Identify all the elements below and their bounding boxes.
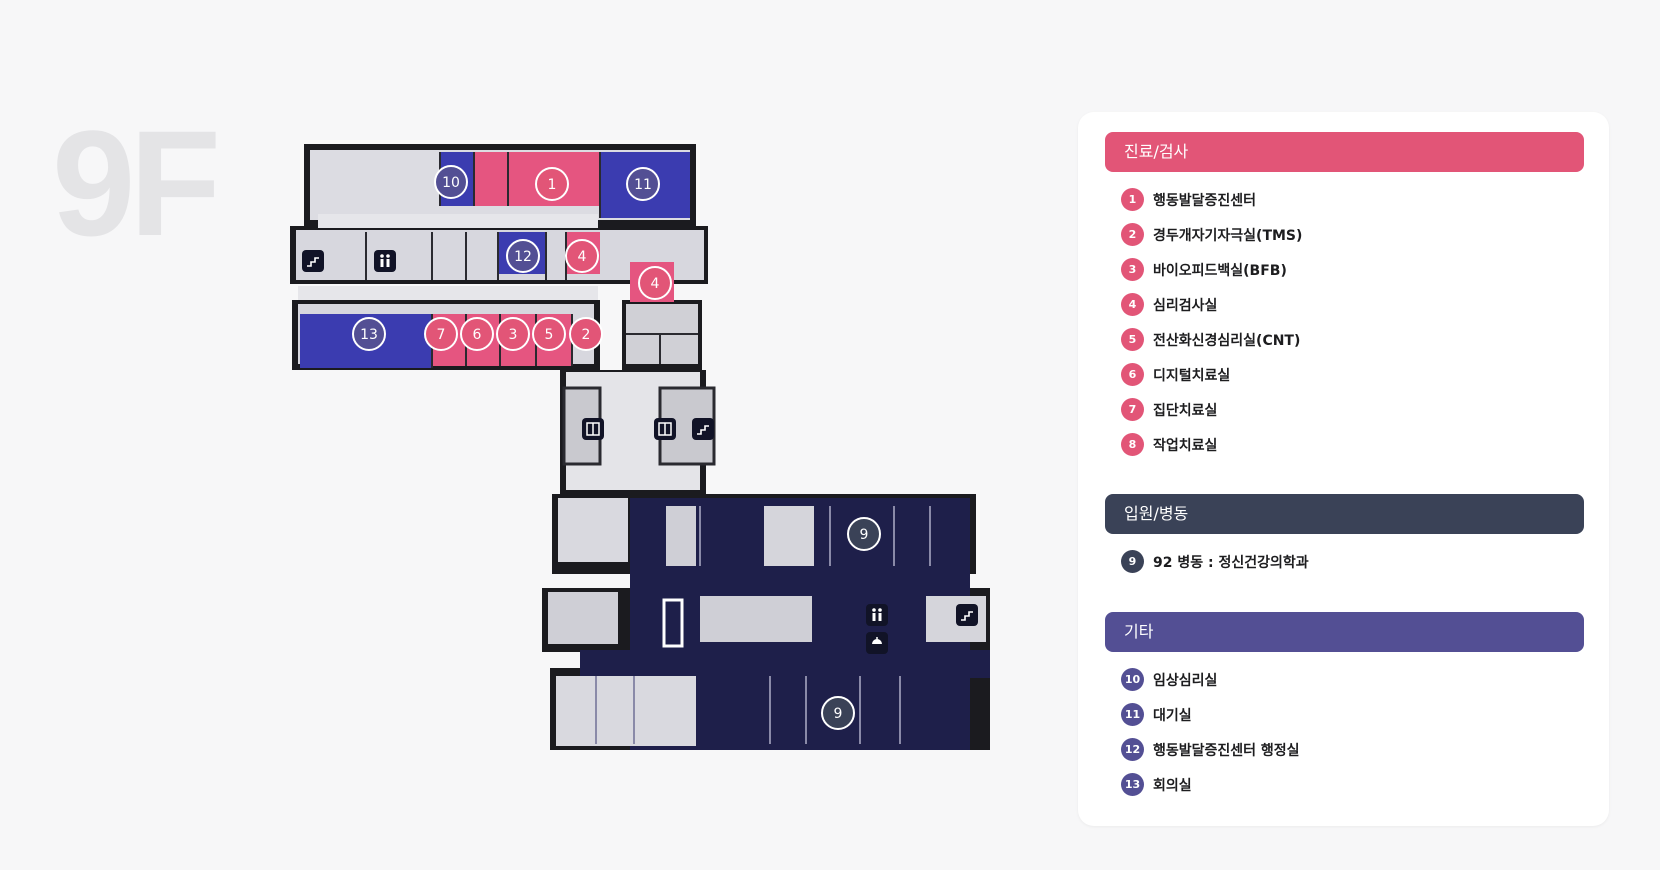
marker-13: 13 <box>352 317 386 351</box>
svg-text:11: 11 <box>634 177 652 193</box>
legend-badge: 9 <box>1121 550 1144 573</box>
legend-label: 경두개자기자극실(TMS) <box>1153 227 1303 244</box>
legend-section-inpatient: 입원/병동 9 92 병동 : 정신건강의학과 <box>1105 494 1584 579</box>
legend-item-4[interactable]: 4 심리검사실 <box>1105 287 1584 322</box>
legend-label: 회의실 <box>1153 777 1192 794</box>
legend-badge: 8 <box>1121 433 1144 456</box>
legend-badge: 2 <box>1121 223 1144 246</box>
legend-item-11[interactable]: 11 대기실 <box>1105 697 1584 732</box>
floor-label: 9F <box>52 99 221 267</box>
svg-text:5: 5 <box>545 327 554 343</box>
restroom-icon <box>374 250 396 272</box>
marker-9: 9 <box>847 517 881 551</box>
svg-text:10: 10 <box>442 175 460 191</box>
marker-11: 11 <box>626 167 660 201</box>
legend-badge: 5 <box>1121 328 1144 351</box>
marker-7: 7 <box>424 317 458 351</box>
floor-map[interactable]: 10 1 11 12 4 4 13 7 6 3 5 2 9 9 <box>0 0 1000 870</box>
legend-item-1[interactable]: 1 행동발달증진센터 <box>1105 182 1584 217</box>
restroom-icon <box>866 604 888 626</box>
legend-item-2[interactable]: 2 경두개자기자극실(TMS) <box>1105 217 1584 252</box>
legend-label: 디지털치료실 <box>1153 367 1231 384</box>
svg-text:6: 6 <box>473 327 482 343</box>
legend-item-6[interactable]: 6 디지털치료실 <box>1105 357 1584 392</box>
legend-item-13[interactable]: 13 회의실 <box>1105 767 1584 802</box>
section-header-clinic[interactable]: 진료/검사 <box>1105 132 1584 172</box>
legend-label: 행동발달증진센터 행정실 <box>1153 742 1300 759</box>
marker-4: 4 <box>565 239 599 273</box>
stairs-icon <box>956 604 978 626</box>
legend-label: 전산화신경심리실(CNT) <box>1153 332 1301 349</box>
legend-label: 대기실 <box>1153 707 1192 724</box>
marker-2: 2 <box>569 317 603 351</box>
legend-section-other: 기타 10 임상심리실 11 대기실 12 행동발달증진센터 행정실 13 회의실 <box>1105 612 1584 802</box>
svg-text:2: 2 <box>582 327 591 343</box>
legend-label: 행동발달증진센터 <box>1153 192 1257 209</box>
legend-item-3[interactable]: 3 바이오피드백실(BFB) <box>1105 252 1584 287</box>
legend-item-10[interactable]: 10 임상심리실 <box>1105 662 1584 697</box>
marker-3: 3 <box>496 317 530 351</box>
svg-text:4: 4 <box>651 276 660 292</box>
legend-badge: 6 <box>1121 363 1144 386</box>
legend-label: 바이오피드백실(BFB) <box>1153 262 1287 279</box>
section-header-inpatient[interactable]: 입원/병동 <box>1105 494 1584 534</box>
legend-item-12[interactable]: 12 행동발달증진센터 행정실 <box>1105 732 1584 767</box>
svg-text:9: 9 <box>834 706 843 722</box>
room-markers[interactable]: 10 1 11 12 4 4 13 7 6 3 5 2 9 9 <box>352 165 881 730</box>
legend-label: 집단치료실 <box>1153 402 1218 419</box>
legend-item-5[interactable]: 5 전산화신경심리실(CNT) <box>1105 322 1584 357</box>
marker-6: 6 <box>460 317 494 351</box>
legend-badge: 10 <box>1121 668 1144 691</box>
lower-wing <box>542 494 990 750</box>
elevator-icon <box>582 418 604 440</box>
legend-section-clinic: 진료/검사 1 행동발달증진센터 2 경두개자기자극실(TMS) 3 바이오피드백실(… <box>1105 132 1584 462</box>
legend-badge: 11 <box>1121 703 1144 726</box>
svg-text:13: 13 <box>360 327 378 343</box>
legend-badge: 3 <box>1121 258 1144 281</box>
marker-4: 4 <box>638 266 672 300</box>
legend-badge: 7 <box>1121 398 1144 421</box>
legend-item-7[interactable]: 7 집단치료실 <box>1105 392 1584 427</box>
svg-text:9: 9 <box>860 527 869 543</box>
shower-icon <box>866 632 888 654</box>
legend-label: 작업치료실 <box>1153 437 1218 454</box>
svg-text:1: 1 <box>548 177 557 193</box>
legend-item-8[interactable]: 8 작업치료실 <box>1105 427 1584 462</box>
facility-icons <box>302 250 978 654</box>
legend-badge: 4 <box>1121 293 1144 316</box>
elevator-icon <box>654 418 676 440</box>
marker-9: 9 <box>821 696 855 730</box>
legend-label: 임상심리실 <box>1153 672 1218 689</box>
svg-text:7: 7 <box>437 327 446 343</box>
legend-badge: 12 <box>1121 738 1144 761</box>
svg-text:4: 4 <box>578 249 587 265</box>
marker-10: 10 <box>434 165 468 199</box>
svg-text:12: 12 <box>514 249 532 265</box>
legend-label: 심리검사실 <box>1153 297 1218 314</box>
stairs-icon <box>692 418 714 440</box>
stairs-icon <box>302 250 324 272</box>
marker-1: 1 <box>535 167 569 201</box>
legend-panel: 진료/검사 1 행동발달증진센터 2 경두개자기자극실(TMS) 3 바이오피드백실(… <box>1078 112 1609 826</box>
legend-badge: 13 <box>1121 773 1144 796</box>
svg-text:3: 3 <box>509 327 518 343</box>
marker-12: 12 <box>506 239 540 273</box>
legend-label: 92 병동 : 정신건강의학과 <box>1153 554 1309 571</box>
legend-badge: 1 <box>1121 188 1144 211</box>
section-header-other[interactable]: 기타 <box>1105 612 1584 652</box>
legend-item-9[interactable]: 9 92 병동 : 정신건강의학과 <box>1105 544 1584 579</box>
marker-5: 5 <box>532 317 566 351</box>
